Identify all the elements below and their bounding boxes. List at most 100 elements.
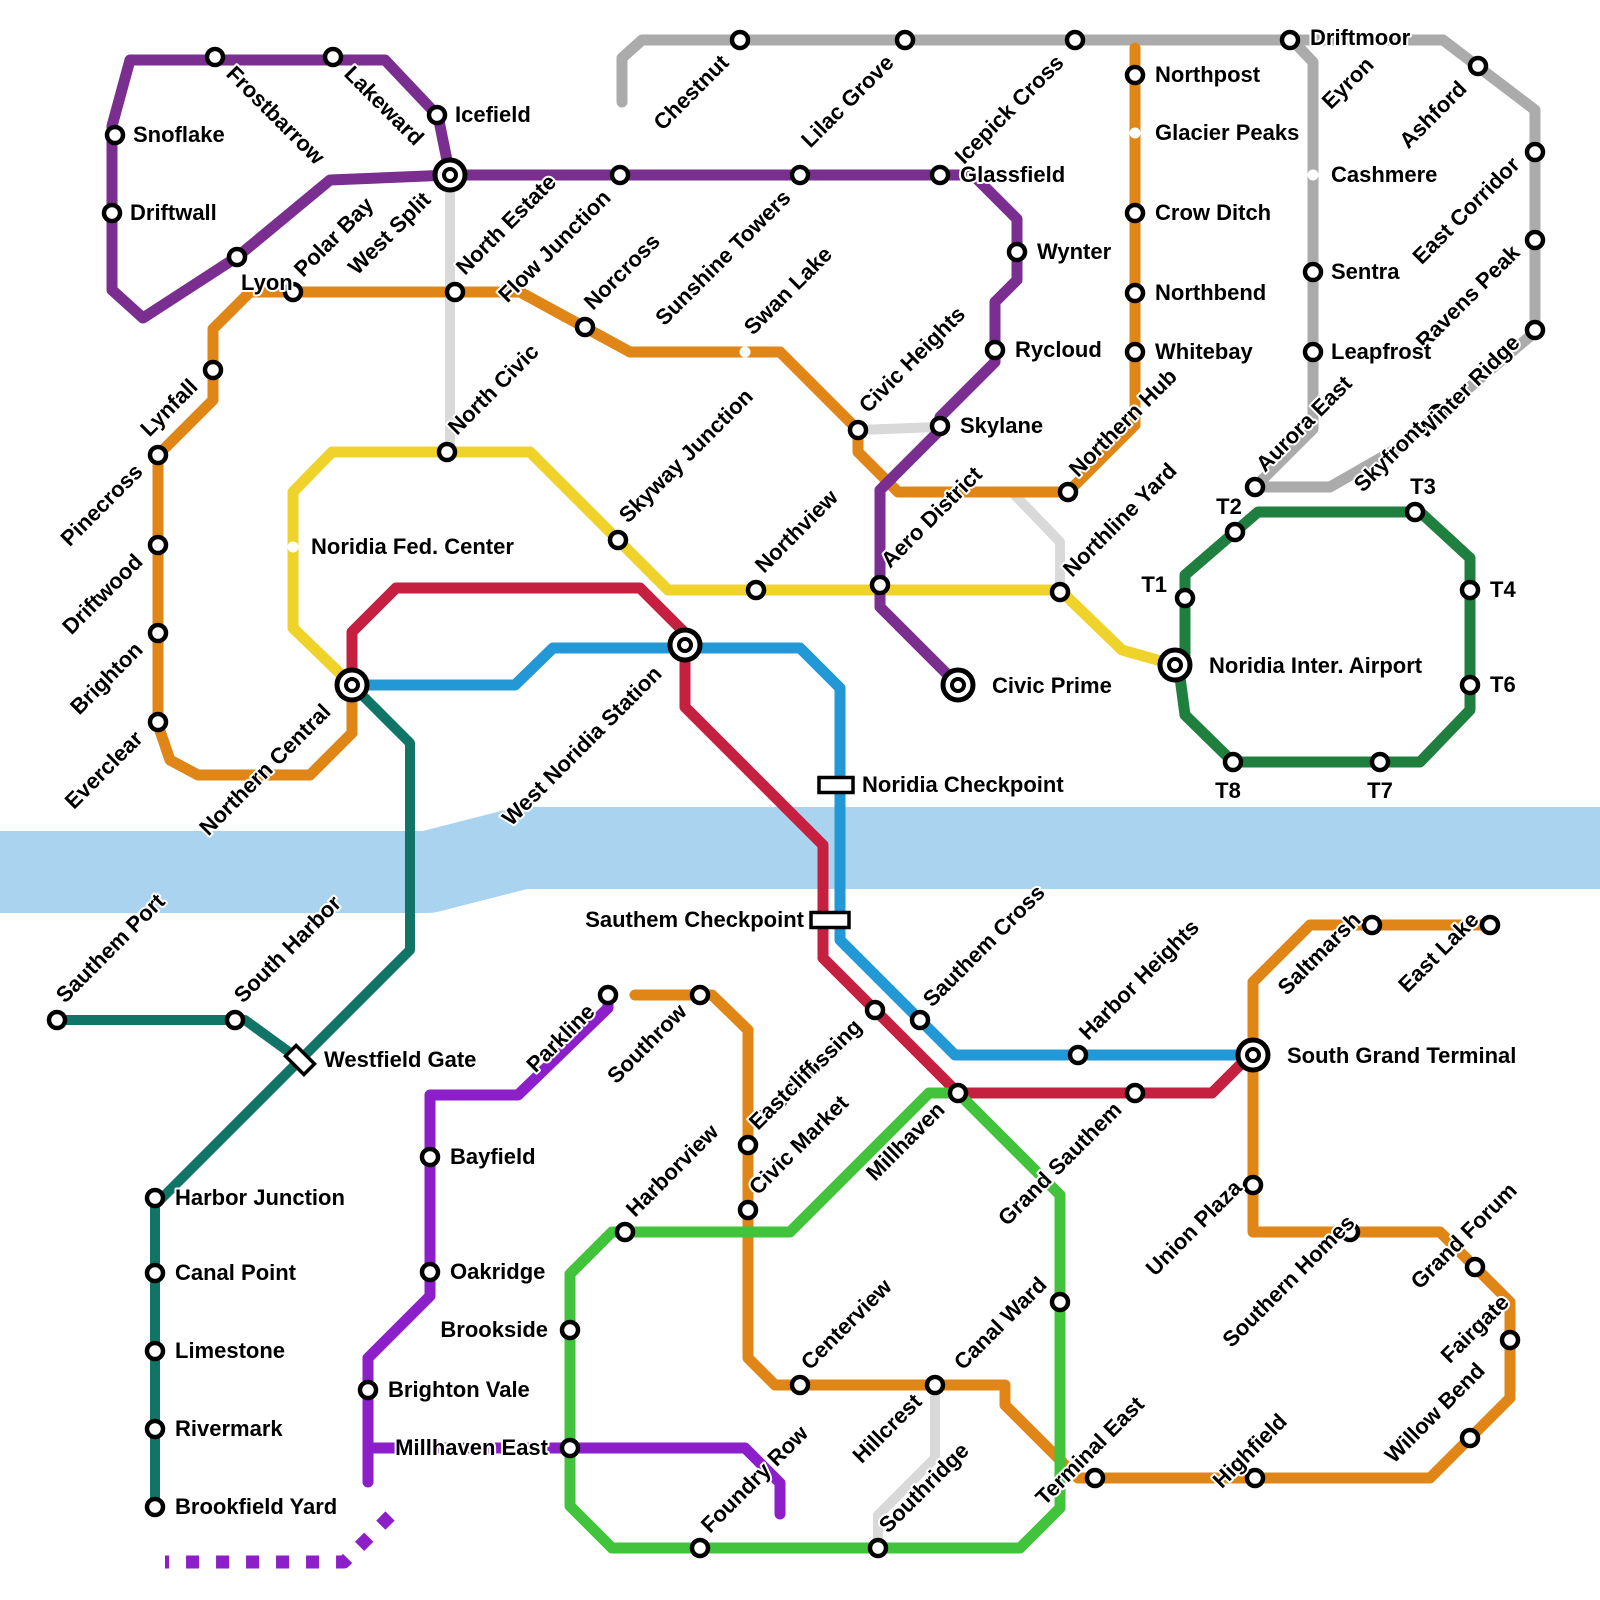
station-marker-icon xyxy=(1302,261,1324,283)
station-label-driftwood: Driftwood xyxy=(57,549,147,639)
minor-stop-icon xyxy=(1307,169,1319,181)
station-marker-icon xyxy=(867,1537,889,1559)
station-marker-icon xyxy=(147,622,169,644)
station-willow-bend xyxy=(1459,1427,1481,1449)
station-marker-icon xyxy=(104,124,126,146)
station-civic-prime xyxy=(940,667,976,703)
station-label-t6: T6 xyxy=(1490,672,1516,697)
station-label-south-grand-terminal: South Grand Terminal xyxy=(1287,1043,1516,1068)
station-highfield xyxy=(1244,1467,1266,1489)
station-marker-icon xyxy=(789,164,811,186)
station-sauthem-checkpoint xyxy=(809,910,851,930)
line-teal-branch xyxy=(52,1015,305,1065)
station-marker-icon xyxy=(1006,241,1028,263)
station-label-centerview: Centerview xyxy=(796,1273,897,1374)
station-label-aurora-east: Aurora East xyxy=(1251,370,1357,476)
river xyxy=(0,807,1600,913)
station-marker-icon xyxy=(1427,403,1449,425)
station-marker-icon xyxy=(1049,581,1071,603)
station-oakridge xyxy=(419,1261,441,1283)
station-label-skyway-junction: Skyway Junction xyxy=(614,384,758,528)
station-marker-icon xyxy=(614,1221,636,1243)
station-label-t8: T8 xyxy=(1215,778,1241,803)
station-marker-icon xyxy=(737,1199,759,1221)
station-northview xyxy=(745,579,767,601)
station-northern-central xyxy=(334,667,370,703)
station-marker-icon xyxy=(1524,141,1546,163)
station-icefield xyxy=(426,104,448,126)
station-east-lake xyxy=(1479,914,1501,936)
station-marker-icon xyxy=(224,1009,246,1031)
station-label-t3: T3 xyxy=(1410,474,1436,499)
station-label-chestnut: Chestnut xyxy=(648,49,734,135)
station-label-millhaven-east: Millhaven East xyxy=(395,1435,549,1460)
station-label-swan-lake: Swan Lake xyxy=(739,241,837,339)
station-northline-yard xyxy=(1049,581,1071,603)
station-polar-bay xyxy=(282,281,304,303)
station-brookside xyxy=(559,1319,581,1341)
station-label-southridge: Southridge xyxy=(874,1438,974,1538)
station-label-t2: T2 xyxy=(1216,494,1242,519)
station-hillcrest xyxy=(924,1374,946,1396)
station-flow-junction xyxy=(609,164,631,186)
station-marker-icon xyxy=(1479,914,1501,936)
station-t6 xyxy=(1459,674,1481,696)
station-marker-icon xyxy=(147,711,169,733)
station-leapfrost xyxy=(1302,341,1324,363)
station-marker-icon xyxy=(357,1379,379,1401)
station-marker-icon xyxy=(144,1187,166,1209)
station-marker-icon xyxy=(444,281,466,303)
station-southrow xyxy=(689,984,711,1006)
station-canal-point xyxy=(144,1262,166,1284)
station-crow-ditch xyxy=(1124,202,1146,224)
station-harbor-heights xyxy=(1067,1044,1089,1066)
station-marker-icon xyxy=(1369,751,1391,773)
station-harborview xyxy=(614,1221,636,1243)
station-bayfield xyxy=(419,1146,441,1168)
interchange-inner-icon xyxy=(344,677,360,693)
station-skyfront xyxy=(1427,403,1449,425)
station-whitebay xyxy=(1124,341,1146,363)
station-south-harbor xyxy=(224,1009,246,1031)
minor-stop-icon xyxy=(739,346,751,358)
station-label-harborview: Harborview xyxy=(621,1119,724,1222)
station-label-t1: T1 xyxy=(1141,572,1167,597)
station-marker-icon xyxy=(1174,587,1196,609)
station-marker-icon xyxy=(204,46,226,68)
station-marker-icon xyxy=(1049,1291,1071,1313)
station-label-northview: Northview xyxy=(750,484,844,578)
station-west-split xyxy=(432,157,468,193)
line-green-loop xyxy=(564,1087,1066,1554)
station-marker-icon xyxy=(1524,319,1546,341)
station-fairgate xyxy=(1499,1329,1521,1351)
minor-stop-icon xyxy=(287,541,299,553)
station-label-rycloud: Rycloud xyxy=(1015,337,1102,362)
station-label-pinecross: Pinecross xyxy=(55,459,147,551)
station-icepick-cross xyxy=(1064,29,1086,51)
line-blue-line xyxy=(346,642,1259,1061)
station-south-grand-terminal xyxy=(1235,1037,1271,1073)
station-label-sauthem-checkpoint: Sauthem Checkpoint xyxy=(585,907,804,932)
station-millhaven-east xyxy=(559,1437,581,1459)
station-label-limestone: Limestone xyxy=(175,1338,285,1363)
station-marker-icon xyxy=(1404,501,1426,523)
station-sunshine-towers xyxy=(789,164,811,186)
station-marker-icon xyxy=(607,529,629,551)
station-label-harbor-junction: Harbor Junction xyxy=(175,1185,345,1210)
minor-stop-icon xyxy=(1129,127,1141,139)
station-marker-icon xyxy=(559,1437,581,1459)
station-skyway-junction xyxy=(607,529,629,551)
station-label-sentra: Sentra xyxy=(1331,259,1400,284)
station-label-southrow: Southrow xyxy=(602,998,692,1088)
station-ravens-peak xyxy=(1524,229,1546,251)
station-label-norcross: Norcross xyxy=(579,229,665,315)
station-label-crow-ditch: Crow Ditch xyxy=(1155,200,1271,225)
station-label-skylane: Skylane xyxy=(960,413,1043,438)
station-t7 xyxy=(1369,751,1391,773)
interchange-inner-icon xyxy=(1245,1047,1261,1063)
station-marker-icon xyxy=(1057,481,1079,503)
station-northpost xyxy=(1124,64,1146,86)
station-marker-icon xyxy=(1524,229,1546,251)
station-lynfall xyxy=(202,359,224,381)
station-label-oakridge: Oakridge xyxy=(450,1259,545,1284)
